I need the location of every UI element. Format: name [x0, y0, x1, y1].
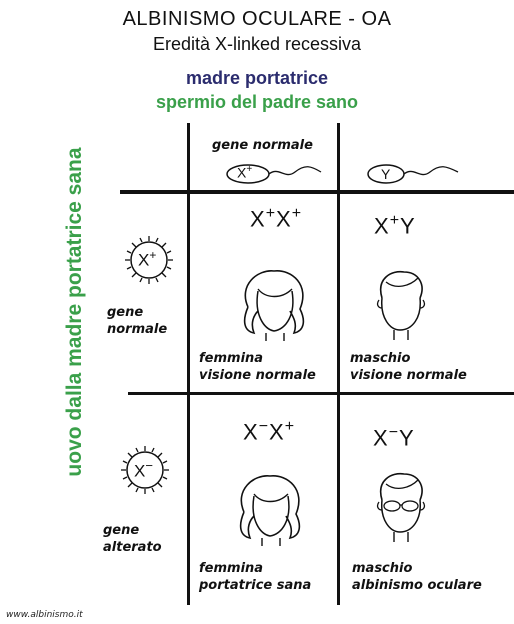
sperm-gene-normal-label: gene normale [212, 137, 313, 154]
egg-normal-label-line1: gene [107, 304, 167, 321]
grid-line-horizontal-top [120, 190, 514, 194]
egg-altered-label-line2: alterato [103, 539, 162, 556]
egg-normal-label: gene normale [107, 304, 167, 338]
female-face-icon [228, 265, 318, 345]
sperm-y-symbol: Y [381, 166, 390, 182]
genotype-female-carrier: X−X+ [243, 418, 295, 445]
male-face-glasses-icon [370, 470, 432, 550]
caption-male-albino-line1: maschio [352, 560, 482, 577]
genotype-male-normal: X+Y [374, 212, 416, 239]
genotype-female-normal: X+X+ [250, 205, 302, 232]
caption-female-carrier: femmina portatrice sana [199, 560, 311, 594]
caption-female-carrier-line1: femmina [199, 560, 311, 577]
caption-male-normal: maschio visione normale [350, 350, 467, 384]
sperm-x-plus-symbol: X+ [237, 164, 252, 181]
grid-line-vertical-left [187, 123, 190, 605]
caption-male-normal-line2: visione normale [350, 367, 467, 384]
diagram-title: ALBINISMO OCULARE - OA [0, 8, 514, 31]
grid-line-horizontal-middle [128, 392, 514, 395]
father-label: spermio del padre sano [0, 92, 514, 113]
caption-female-normal: femmina visione normale [199, 350, 316, 384]
egg-altered-label: gene alterato [103, 522, 162, 556]
caption-male-albino: maschio albinismo oculare [352, 560, 482, 594]
caption-male-normal-line1: maschio [350, 350, 467, 367]
egg-normal-label-line2: normale [107, 321, 167, 338]
mother-label: madre portatrice [0, 68, 514, 89]
genotype-male-albino: X−Y [373, 424, 415, 451]
egg-axis-label: uovo dalla madre portatrice sana [63, 122, 87, 502]
website-link[interactable]: www.albinismo.it [6, 610, 83, 620]
female-face-icon-carrier [224, 470, 314, 550]
grid-line-vertical-right [337, 123, 340, 605]
caption-male-albino-line2: albinismo oculare [352, 577, 482, 594]
caption-female-carrier-line2: portatrice sana [199, 577, 311, 594]
male-face-icon [370, 268, 430, 343]
egg-normal-symbol: X+ [138, 248, 156, 271]
egg-altered-symbol: X− [134, 458, 153, 482]
diagram-subtitle: Eredità X-linked recessiva [0, 34, 514, 55]
caption-female-normal-line1: femmina [199, 350, 316, 367]
caption-female-normal-line2: visione normale [199, 367, 316, 384]
egg-altered-label-line1: gene [103, 522, 162, 539]
